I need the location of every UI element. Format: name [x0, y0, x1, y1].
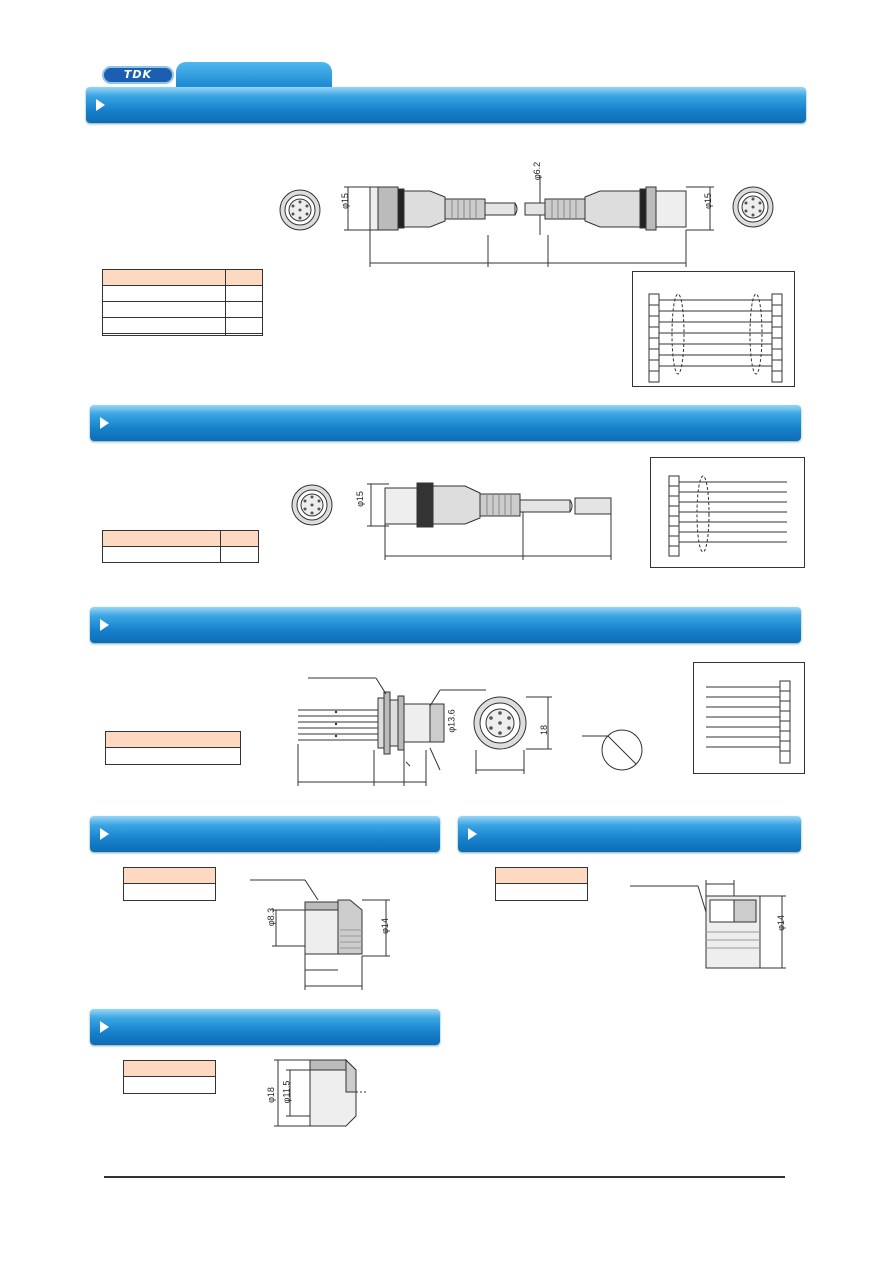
play-arrow-icon — [100, 828, 109, 840]
table-row — [103, 318, 262, 334]
dim-outer-diameter: φ14 — [379, 918, 390, 934]
table-row — [124, 1077, 215, 1092]
footer-rule — [104, 1176, 785, 1178]
spec-table-2 — [102, 530, 259, 563]
table-header — [106, 732, 240, 748]
spec-table-6 — [123, 1060, 216, 1094]
brand-logo: TDK — [102, 66, 174, 84]
play-arrow-icon — [100, 417, 109, 429]
play-arrow-icon — [100, 619, 109, 631]
wiring-diagram-3 — [693, 662, 805, 774]
dim-inner-diameter: φ11.5 — [281, 1080, 292, 1104]
section-bar-4 — [90, 816, 440, 852]
dim-right-diameter: φ15 — [702, 193, 713, 209]
table-header — [103, 270, 262, 286]
wiring-diagram-2 — [650, 457, 805, 568]
single-ended-cable-drawing — [291, 482, 612, 560]
dim-inner-diameter: φ13.6 — [446, 709, 457, 733]
section-bar-3 — [90, 607, 801, 643]
dim-outer-diameter: φ18 — [265, 1087, 276, 1103]
table-header — [496, 868, 587, 884]
double-ended-cable-drawing — [279, 175, 714, 267]
wiring-diagram-1 — [632, 271, 795, 387]
panel-receptacle-drawing — [297, 677, 643, 786]
dim-cable-diameter: φ6.2 — [532, 161, 543, 181]
dim-outer-diameter: φ14 — [775, 915, 786, 931]
play-arrow-icon — [96, 99, 105, 111]
dim-left-diameter: φ15 — [339, 193, 350, 209]
table-header — [124, 868, 215, 884]
plug-cap-drawing — [630, 880, 786, 969]
dim-flat-width: 18 — [539, 724, 550, 736]
spec-table-3 — [105, 731, 241, 765]
play-arrow-icon — [468, 828, 477, 840]
table-row — [124, 884, 215, 899]
table-row — [496, 884, 587, 899]
nut-drawing — [274, 1058, 368, 1127]
section-bar-1 — [86, 87, 806, 123]
spec-table-1 — [102, 269, 263, 336]
header-tab — [176, 62, 332, 88]
cap-drawing — [250, 879, 390, 990]
dim-diameter: φ15 — [354, 491, 365, 507]
table-row — [103, 286, 262, 302]
spec-table-5 — [495, 867, 588, 901]
table-divider — [220, 531, 221, 562]
table-row — [103, 547, 258, 563]
spec-table-4 — [123, 867, 216, 901]
table-row — [103, 302, 262, 318]
section-bar-6 — [90, 1009, 440, 1045]
dim-inner-diameter: φ8.3 — [266, 907, 277, 927]
table-header — [103, 531, 258, 547]
play-arrow-icon — [100, 1021, 109, 1033]
table-divider — [225, 270, 226, 335]
table-row — [106, 748, 240, 763]
section-bar-2 — [90, 405, 801, 441]
right-face-view — [732, 186, 774, 228]
table-header — [124, 1061, 215, 1077]
section-bar-5 — [458, 816, 801, 852]
